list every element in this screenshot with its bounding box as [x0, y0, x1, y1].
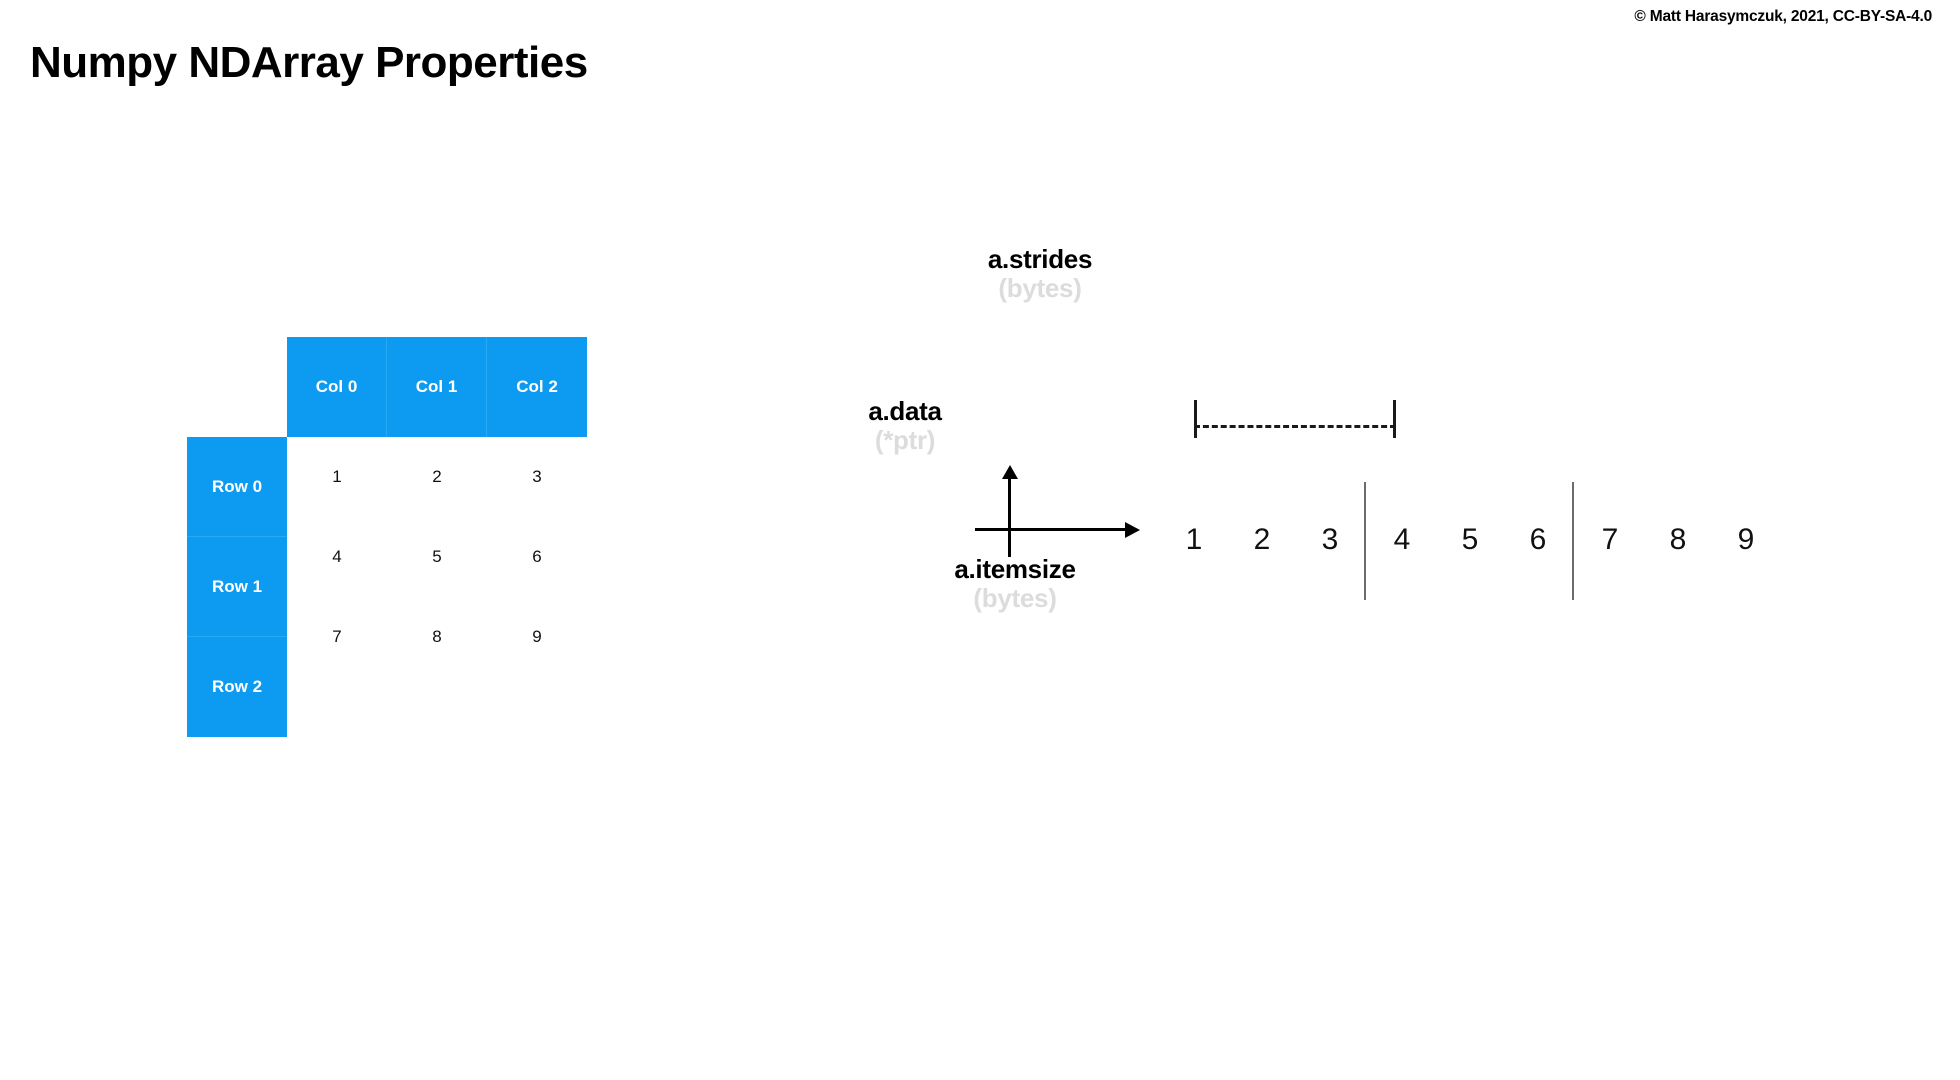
strides-measure-dashed-line [1194, 425, 1396, 428]
copyright-notice: © Matt Harasymczuk, 2021, CC-BY-SA-4.0 [1634, 8, 1932, 25]
data-pointer-arrow-shaft [975, 528, 1127, 531]
table-body: 1 2 3 4 5 6 7 8 9 [287, 437, 587, 737]
memory-group-separator [1364, 482, 1366, 600]
memory-group-1: 4 5 6 [1368, 480, 1572, 600]
strides-measure-tick-left [1194, 400, 1197, 438]
table-cell: 6 [532, 547, 542, 566]
table-row-header-2: Row 2 [187, 637, 287, 737]
memory-group-separator [1572, 482, 1574, 600]
ndarray-2d-table: Col 0 Col 1 Col 2 Row 0 Row 1 Row 2 1 2 … [187, 337, 587, 737]
memory-group-0: 1 2 3 [1160, 480, 1364, 600]
strides-property-name: a.strides [987, 244, 1093, 274]
strides-measure-bracket [1194, 400, 1396, 438]
table-cell: 7 [332, 627, 342, 646]
memory-cell: 6 [1529, 523, 1547, 556]
itemsize-property-name: a.itemsize [954, 554, 1076, 584]
table-row: 7 8 9 [287, 597, 587, 677]
table-column-header-label: Col 0 [315, 377, 358, 396]
table-row-header-label: Row 2 [211, 677, 263, 696]
memory-cell: 4 [1393, 523, 1411, 556]
table-cell: 4 [332, 547, 342, 566]
itemsize-property-unit: (bytes) [973, 583, 1057, 614]
memory-cell: 9 [1737, 523, 1755, 556]
table-row-header-1: Row 1 [187, 537, 287, 637]
table-row-header-column: Row 0 Row 1 Row 2 [187, 437, 287, 737]
itemsize-pointer-arrow-icon [1002, 465, 1018, 557]
table-row-header-0: Row 0 [187, 437, 287, 537]
itemsize-label: a.itemsize (bytes) [885, 554, 1145, 614]
strides-measure-tick-right [1393, 400, 1396, 438]
data-pointer-arrow-icon [975, 522, 1140, 538]
memory-cell: 8 [1669, 523, 1687, 556]
table-row-header-label: Row 1 [211, 576, 263, 596]
table-column-header-1: Col 1 [387, 337, 487, 437]
memory-cell: 3 [1321, 523, 1339, 556]
memory-layout-diagram: a.strides (bytes) a.data (*ptr) a.itemsi… [820, 240, 1820, 660]
table-column-header-label: Col 2 [516, 377, 558, 396]
page-title: Numpy NDArray Properties [30, 38, 588, 87]
data-pointer-arrow-head [1125, 522, 1140, 538]
memory-buffer-row: 1 2 3 4 5 6 7 8 9 [1160, 480, 1780, 600]
table-cell: 1 [332, 467, 342, 486]
memory-cell: 2 [1253, 523, 1271, 556]
memory-cell: 5 [1461, 523, 1479, 556]
table-cell: 3 [532, 467, 542, 486]
data-label: a.data (*ptr) [820, 396, 990, 456]
strides-label: a.strides (bytes) [925, 244, 1155, 304]
memory-group-2: 7 8 9 [1576, 480, 1780, 600]
table-cell: 9 [532, 627, 542, 646]
table-column-header-2: Col 2 [487, 337, 587, 437]
table-column-header-label: Col 1 [415, 377, 458, 396]
memory-cell: 7 [1601, 523, 1619, 556]
table-column-header-row: Col 0 Col 1 Col 2 [287, 337, 587, 437]
strides-property-unit: (bytes) [998, 273, 1082, 304]
data-property-unit: (*ptr) [874, 425, 936, 456]
table-cell: 8 [432, 627, 442, 646]
itemsize-pointer-arrow-shaft [1008, 477, 1011, 557]
table-column-header-0: Col 0 [287, 337, 387, 437]
memory-cell: 1 [1185, 523, 1203, 556]
table-cell: 5 [432, 547, 442, 566]
table-row: 4 5 6 [287, 517, 587, 597]
table-cell: 2 [432, 467, 442, 486]
table-row: 1 2 3 [287, 437, 587, 517]
data-property-name: a.data [868, 396, 942, 426]
itemsize-pointer-arrow-head [1002, 465, 1018, 479]
table-row-header-label: Row 0 [211, 476, 263, 496]
